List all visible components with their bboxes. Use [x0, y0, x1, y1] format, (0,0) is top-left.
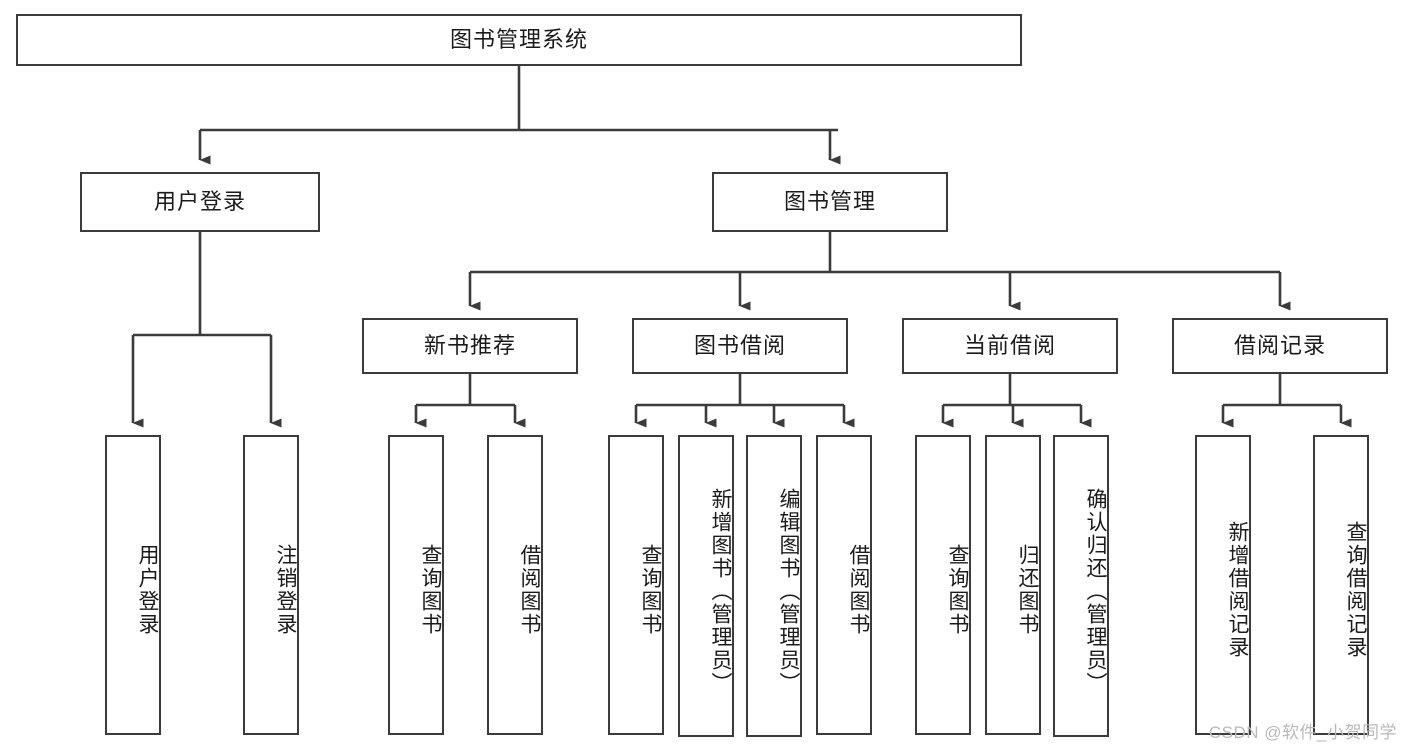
- leaf-query-record-label: 查询借阅记录: [1344, 521, 1367, 659]
- leaf-borrow-book[interactable]: 借阅图书: [816, 435, 872, 735]
- node-book-borrow[interactable]: 图书借阅: [632, 318, 848, 374]
- node-book-borrow-label: 图书借阅: [693, 333, 786, 359]
- leaf-query-book-borrow[interactable]: 查询图书: [608, 435, 664, 735]
- leaf-query-book-borrow-label: 查询图书: [639, 544, 662, 636]
- csdn-watermark: CSDN @软件_小贺同学: [1208, 723, 1397, 742]
- leaf-edit-book-label: 编辑图书（管理员）: [777, 487, 800, 695]
- node-root-label: 图书管理系统: [449, 27, 588, 53]
- node-current-borrow-label: 当前借阅: [963, 333, 1056, 359]
- leaf-borrow-book-new-label: 借阅图书: [518, 544, 541, 636]
- node-new-book-recommend-label: 新书推荐: [423, 333, 516, 359]
- leaf-add-book[interactable]: 新增图书（管理员）: [678, 435, 734, 737]
- node-current-borrow[interactable]: 当前借阅: [902, 318, 1118, 374]
- leaf-confirm-return-label: 确认归还（管理员）: [1084, 487, 1107, 695]
- leaf-query-book-current[interactable]: 查询图书: [915, 435, 971, 735]
- leaf-return-book-label: 归还图书: [1016, 544, 1039, 636]
- node-user-login-label: 用户登录: [153, 189, 246, 215]
- leaf-add-book-label: 新增图书（管理员）: [709, 487, 732, 695]
- leaf-add-record-label: 新增借阅记录: [1226, 521, 1249, 659]
- node-book-management-label: 图书管理: [783, 189, 876, 215]
- leaf-return-book[interactable]: 归还图书: [985, 435, 1041, 735]
- node-borrow-record[interactable]: 借阅记录: [1172, 318, 1388, 374]
- node-root[interactable]: 图书管理系统: [16, 14, 1022, 66]
- leaf-add-record[interactable]: 新增借阅记录: [1195, 435, 1251, 735]
- leaf-logout[interactable]: 注销登录: [243, 435, 299, 735]
- leaf-borrow-book-label: 借阅图书: [847, 544, 870, 636]
- leaf-user-login[interactable]: 用户登录: [105, 435, 161, 735]
- leaf-edit-book[interactable]: 编辑图书（管理员）: [746, 435, 802, 737]
- leaf-user-login-label: 用户登录: [136, 544, 159, 636]
- leaf-confirm-return[interactable]: 确认归还（管理员）: [1053, 435, 1109, 737]
- leaf-query-record[interactable]: 查询借阅记录: [1313, 435, 1369, 735]
- node-user-login[interactable]: 用户登录: [80, 172, 320, 232]
- leaf-query-book-new-label: 查询图书: [419, 544, 442, 636]
- leaf-borrow-book-new[interactable]: 借阅图书: [487, 435, 543, 735]
- node-book-management[interactable]: 图书管理: [712, 172, 948, 232]
- node-borrow-record-label: 借阅记录: [1233, 333, 1326, 359]
- leaf-query-book-current-label: 查询图书: [946, 544, 969, 636]
- leaf-logout-label: 注销登录: [274, 544, 297, 636]
- leaf-query-book-new[interactable]: 查询图书: [388, 435, 444, 735]
- node-new-book-recommend[interactable]: 新书推荐: [362, 318, 578, 374]
